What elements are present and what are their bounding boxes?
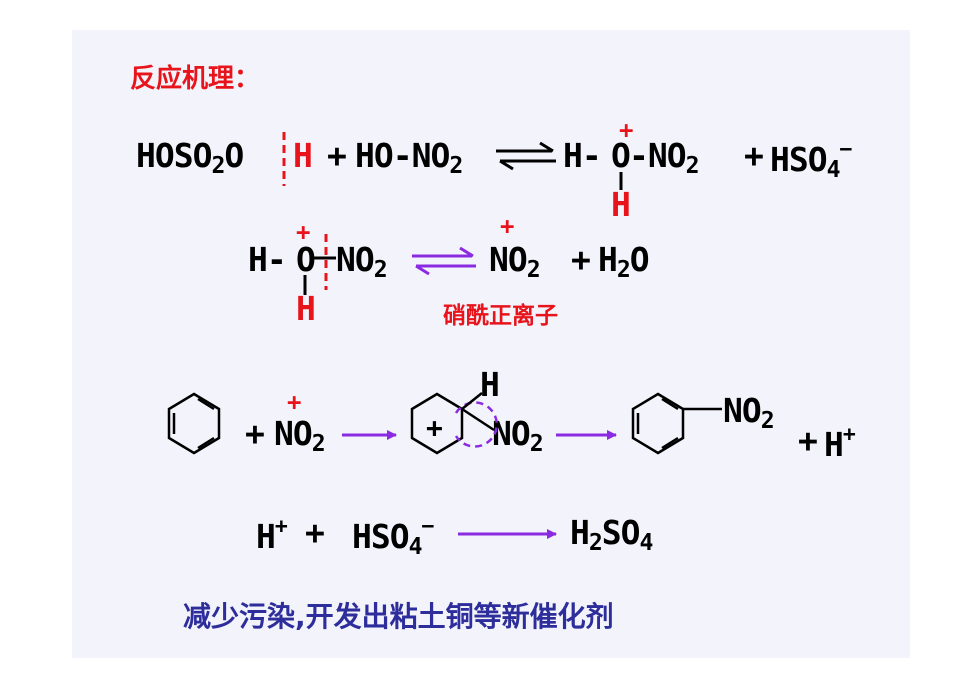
eq1-oxonium-charge: + <box>619 116 634 144</box>
eq2-reactant-no2: NO2 <box>336 240 388 283</box>
eq2-nitronium: NO2 <box>489 240 541 283</box>
eq3-ring-charge: + <box>426 411 443 444</box>
eq2-equilibrium-arrow <box>412 246 476 276</box>
eq2-water: H2O <box>598 240 650 283</box>
eq1-plus-2: + <box>744 136 764 175</box>
eq4-plus: + <box>305 513 325 552</box>
eq1-acidic-hydrogen: H <box>293 136 313 175</box>
eq3-ch-bond <box>461 392 483 410</box>
eq2-oxonium-charge: + <box>296 218 311 246</box>
eq3-plus-2: + <box>798 421 818 460</box>
eq3-benzene-ring <box>167 392 221 455</box>
slide-background <box>72 30 910 658</box>
nitronium-ion-label: 硝酰正离子 <box>443 303 558 329</box>
eq3-sigma-complex-h: H <box>480 365 500 404</box>
eq3-proton: H+ <box>824 422 856 464</box>
eq1-product-oxygen: O <box>611 136 631 175</box>
eq1-plus-1: + <box>327 136 347 175</box>
eq3-nitrobenzene-ring <box>631 392 685 455</box>
eq1-bisulfate: HSO4− <box>770 137 852 183</box>
eq4-sulfuric-acid: H2SO4 <box>570 513 653 556</box>
footer-note: 减少污染,开发出粘土铜等新催化剂 <box>183 600 614 633</box>
eq1-equilibrium-arrow <box>496 141 556 171</box>
eq2-reactant-bottom-h: H <box>296 289 316 328</box>
eq3-plus-1: + <box>245 414 265 453</box>
eq3-nitrobenzene-no2: NO2 <box>723 391 775 434</box>
eq2-reactant-oxygen: O <box>296 240 316 279</box>
eq3-cn-bond <box>461 407 495 432</box>
eq1-product-no2: -NO2 <box>629 136 700 179</box>
eq3-sigma-complex-ring <box>410 392 464 455</box>
eq1-reactant-nitric-acid: HO-NO2 <box>355 136 463 179</box>
eq3-nitronium: NO2 <box>274 414 326 457</box>
eq4-proton: H+ <box>256 514 288 556</box>
eq2-plus: + <box>571 240 591 279</box>
eq2-nitronium-charge: + <box>500 212 515 240</box>
eq3-nitronium-charge: + <box>287 388 302 416</box>
eq1-product-h: H- <box>563 136 602 175</box>
eq1-product-bottom-h: H <box>611 185 631 224</box>
eq1-reactant-hoso2o: HOSO2O <box>136 136 244 179</box>
eq4-bisulfate: HSO4− <box>352 514 434 560</box>
eq2-reactant-h: H- <box>248 240 287 279</box>
eq3-sigma-complex-no2: NO2 <box>492 414 544 457</box>
mechanism-title: 反应机理： <box>130 64 261 94</box>
